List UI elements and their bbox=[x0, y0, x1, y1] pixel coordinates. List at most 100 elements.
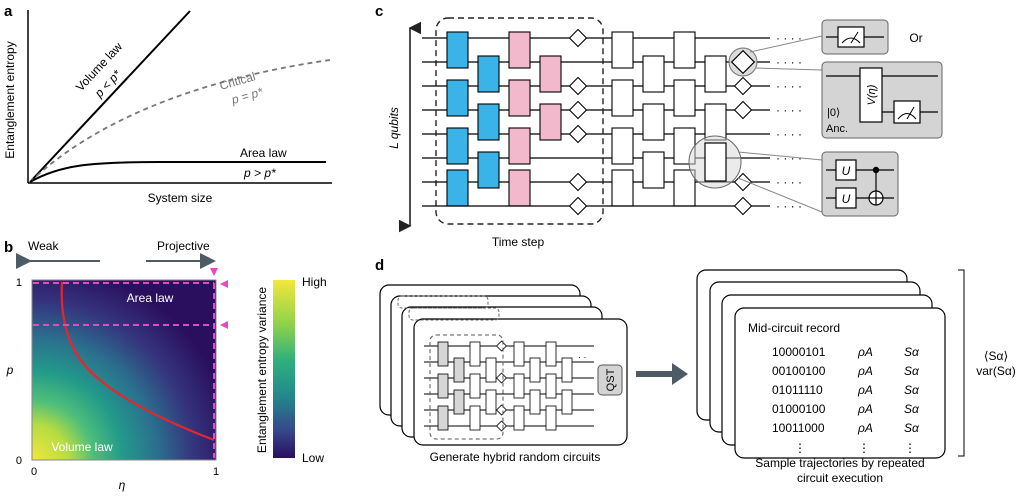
weak-meter-icon bbox=[893, 100, 921, 124]
measure-diamond-a-3 bbox=[568, 124, 588, 144]
record-s-0: Sα bbox=[904, 345, 920, 359]
pink-gate-l4-0 bbox=[539, 55, 562, 93]
panel-a-xlabel: System size bbox=[148, 191, 213, 205]
mini-gate-e-2 bbox=[513, 405, 525, 431]
callout-link-1 bbox=[749, 35, 823, 53]
panel-d-label: d bbox=[375, 257, 384, 274]
pink-gate-l4-1 bbox=[539, 103, 562, 141]
mini-gate-g-2 bbox=[545, 405, 557, 431]
marker-arrow-right-2 bbox=[220, 321, 228, 329]
wire-continuation-7: · · · · bbox=[776, 199, 802, 213]
mini-diamond-3 bbox=[495, 420, 508, 432]
v-eta-gate bbox=[859, 67, 883, 123]
panel-b-xlabel: η bbox=[119, 478, 126, 492]
record-rho-3: ρA bbox=[857, 402, 873, 416]
panel-a-ylabel: Entanglement entropy bbox=[3, 41, 17, 158]
qst-box bbox=[597, 364, 623, 396]
mini-gate-e-0 bbox=[513, 341, 525, 367]
or-label: Or bbox=[909, 31, 922, 45]
white-gate-l7-0 bbox=[673, 31, 696, 69]
time-step-label: Time step bbox=[492, 235, 545, 249]
white-gate-l6-1 bbox=[642, 103, 665, 141]
mini-gate-h-0 bbox=[561, 357, 573, 383]
white-gate-l7-1 bbox=[673, 79, 696, 117]
volume-law-line bbox=[29, 10, 191, 183]
tick-y0: 0 bbox=[16, 455, 22, 467]
mini-gate-a-0 bbox=[437, 341, 449, 367]
panel-c-label: c bbox=[375, 3, 383, 20]
mini-gate-c-2 bbox=[469, 405, 481, 431]
tick-x0: 0 bbox=[31, 466, 37, 478]
wire-continuation-5: · · · · bbox=[776, 151, 802, 165]
meter-icon bbox=[837, 26, 865, 48]
card-2-dash bbox=[397, 295, 489, 309]
white-gate-l6-2 bbox=[642, 151, 665, 189]
record-rho-4: ρA bbox=[857, 421, 873, 435]
process-arrow bbox=[636, 363, 688, 385]
bracket bbox=[958, 269, 965, 457]
measure-diamond-a-2 bbox=[568, 100, 588, 120]
record-dots-2: ⋮ bbox=[904, 441, 916, 455]
sample-label-line1: Sample trajectories by repeated bbox=[755, 456, 924, 470]
blue-gate-l2-2 bbox=[477, 151, 500, 189]
mini-gate-b-1 bbox=[453, 389, 465, 415]
record-bits-1: 00100100 bbox=[772, 364, 826, 378]
record-dots-0: ⋮ bbox=[794, 441, 806, 455]
meter-arc bbox=[841, 37, 861, 44]
wire-continuation-2: · · · · bbox=[776, 79, 802, 93]
wire-continuation-6: · · · · bbox=[776, 175, 802, 189]
tick-y1: 1 bbox=[16, 277, 22, 289]
marker-arrow-top bbox=[210, 268, 218, 276]
mini-wire-dots: · · bbox=[578, 352, 587, 362]
weak-meter-arc bbox=[897, 113, 917, 120]
colorbar-low: Low bbox=[302, 451, 324, 465]
anc-label: Anc. bbox=[826, 123, 848, 135]
record-rho-2: ρA bbox=[857, 383, 873, 397]
white-gate-l5-0 bbox=[611, 31, 634, 69]
mini-gate-f-0 bbox=[529, 357, 541, 383]
critical-curve bbox=[29, 59, 331, 183]
mini-gate-b-0 bbox=[453, 357, 465, 383]
measure-diamond-a-5 bbox=[568, 196, 588, 216]
heatmap bbox=[32, 280, 216, 460]
callout-link-2 bbox=[754, 67, 823, 71]
sample-label-line2: circuit execution bbox=[797, 471, 883, 485]
record-dots-1: ⋮ bbox=[858, 441, 870, 455]
mini-diamond-0 bbox=[495, 340, 508, 352]
callout-diamond bbox=[730, 49, 756, 75]
blue-gate-l1-1 bbox=[446, 79, 469, 117]
pink-gate-l3-1 bbox=[508, 79, 531, 117]
u-gate-1 bbox=[835, 159, 857, 181]
measure-diamond-b-4 bbox=[733, 196, 753, 216]
record-rho-1: ρA bbox=[857, 364, 873, 378]
measure-diamond-b-1 bbox=[733, 100, 753, 120]
weak-meter-needle bbox=[906, 106, 915, 120]
critical-line bbox=[60, 281, 215, 442]
area-law-label: Area law bbox=[240, 146, 287, 160]
white-gate-l8-0 bbox=[704, 55, 727, 93]
colorbar-high: High bbox=[302, 275, 327, 289]
callout-link-3 bbox=[737, 151, 823, 161]
panel-b-label: b bbox=[4, 239, 13, 256]
panel-b: b Weak Projective Area law Volume law 1 … bbox=[4, 239, 327, 492]
lqubits-label: L qubits bbox=[387, 107, 401, 149]
callout-link-4 bbox=[737, 177, 823, 213]
mini-gate-f-1 bbox=[529, 389, 541, 415]
mini-time-step-box bbox=[429, 334, 504, 440]
blue-gate-l1-0 bbox=[446, 31, 469, 69]
qst-label: QST bbox=[605, 368, 617, 391]
measure-diamond-a-1 bbox=[568, 76, 588, 96]
u-gate-2 bbox=[835, 187, 857, 209]
blue-gate-l1-2 bbox=[446, 127, 469, 165]
var-s-label: var(Sα) bbox=[976, 364, 1016, 378]
heatmap-area-law: Area law bbox=[127, 291, 174, 305]
mini-gate-e-1 bbox=[513, 373, 525, 399]
wire-continuation-3: · · · · bbox=[776, 103, 802, 117]
tick-x1: 1 bbox=[213, 466, 219, 478]
pink-gate-l3-2 bbox=[508, 127, 531, 165]
mini-gate-g-0 bbox=[545, 341, 557, 367]
mini-gate-h-1 bbox=[561, 389, 573, 415]
pink-gate-l3-0 bbox=[508, 31, 531, 69]
callout-gate bbox=[704, 142, 727, 182]
